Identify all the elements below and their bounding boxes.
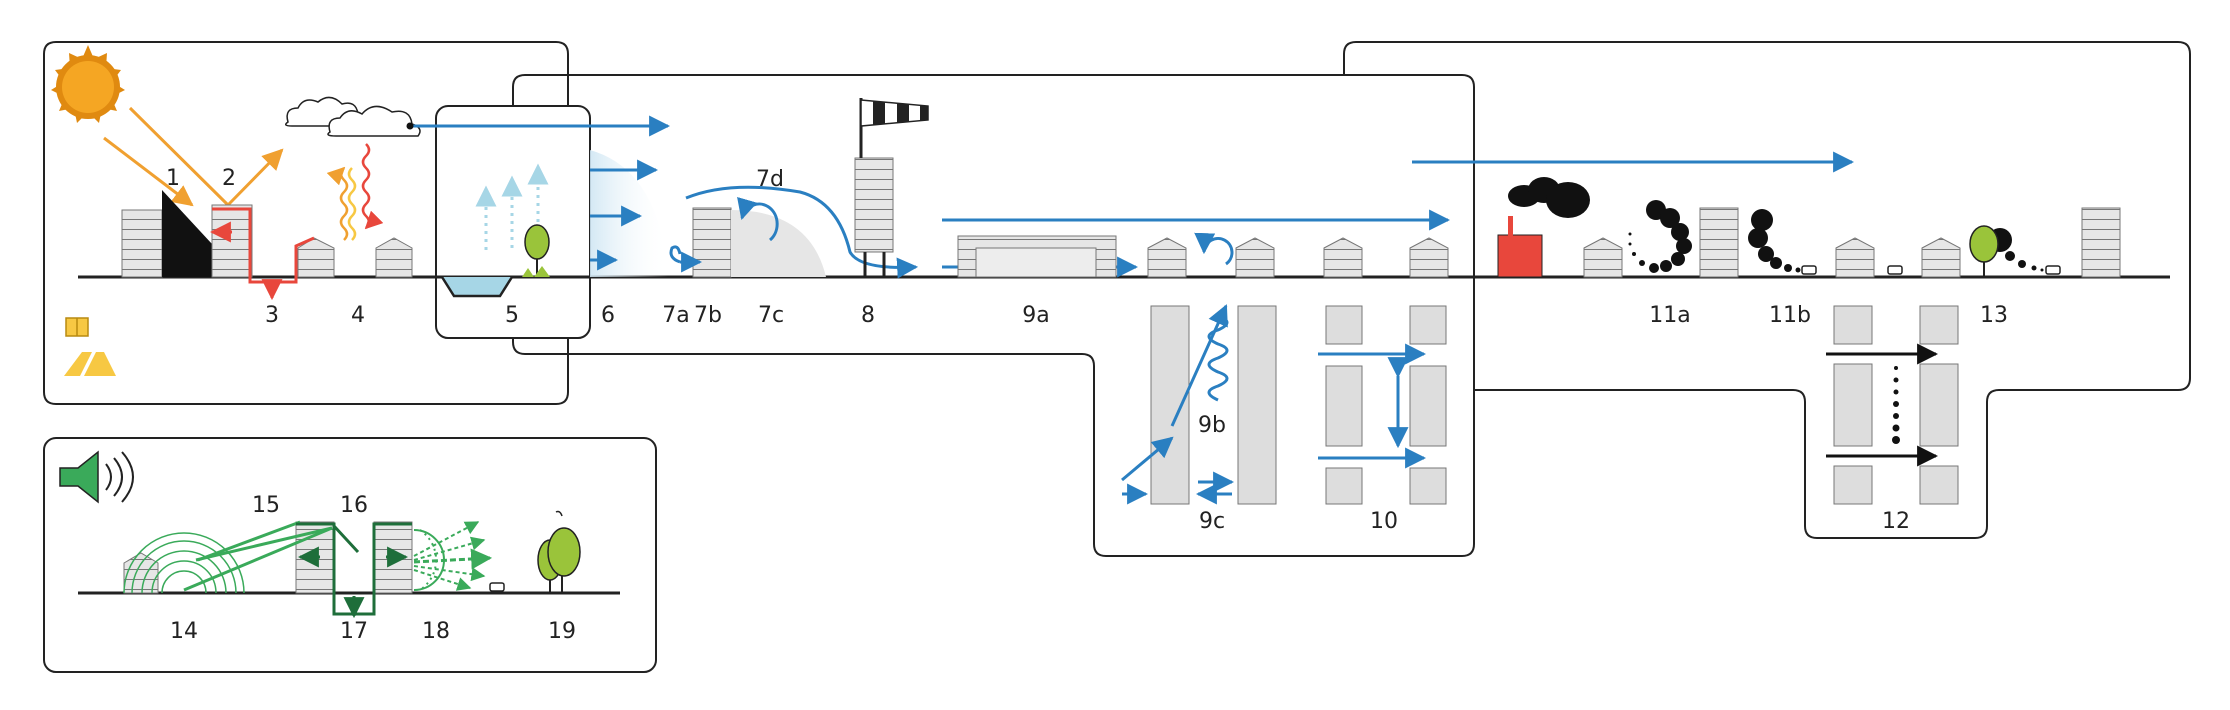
label-11b: 11b [1769,303,1811,328]
factory-icon [1497,177,1590,278]
label-17: 17 [340,619,368,644]
sun-icon [51,45,125,123]
longwave-radiation [326,143,384,241]
label-16: 16 [340,493,368,518]
tower-8 [854,157,894,277]
road-icon [64,352,116,376]
smoke-11a [1628,200,1692,273]
plan-12 [1826,305,1959,505]
noise-reflection-15 [183,520,333,592]
label-18: 18 [422,619,450,644]
buildings-11 [1583,207,2121,278]
label-7c: 7c [758,303,784,328]
number-labels: 1 2 3 4 5 6 7a 7b 7c 7d 8 9a 9b 9c 10 11… [166,166,2008,644]
label-14: 14 [170,619,198,644]
panel-noise [43,437,657,673]
cloud-wind-origin [406,122,414,130]
label-6: 6 [601,303,615,328]
label-1: 1 [166,166,180,191]
wind-flow-7 [669,185,919,267]
building-7b [692,207,732,278]
plan-9bc [1121,304,1277,505]
evaporation-arrows [475,163,549,250]
label-10: 10 [1370,509,1398,534]
label-7a: 7a [662,303,689,328]
label-8: 8 [861,303,875,328]
label-7b: 7b [694,303,722,328]
water-body [440,276,514,298]
heat-paths [209,207,315,301]
tree-13 [1969,225,2044,277]
panel-wind [512,74,1475,557]
building-2 [211,204,253,278]
noise-diffusion-18 [413,521,493,591]
noise-paths-16-17 [296,522,412,619]
radiation-arrows [103,106,284,207]
label-15: 15 [252,493,280,518]
plan-10 [1318,305,1447,505]
window-icon [65,317,89,337]
label-7d: 7d [756,167,784,192]
label-2: 2 [222,166,236,191]
windsock-icon [859,98,929,158]
houses-9 [1147,232,1275,278]
label-13: 13 [1980,303,2008,328]
label-12: 12 [1882,509,1910,534]
tree-19 [537,510,581,593]
wake-shadow-7c [731,210,826,277]
label-11a: 11a [1649,303,1690,328]
tree-icon [522,224,550,277]
label-4: 4 [351,303,365,328]
cars [489,265,2061,592]
cloud-icon [285,96,421,137]
label-9a: 9a [1022,303,1049,328]
panel-air-quality [1343,41,2191,539]
smoke-11b [1748,209,1808,273]
label-19: 19 [548,619,576,644]
label-5: 5 [505,303,519,328]
label-9c: 9c [1199,509,1225,534]
hall-9a [957,235,1117,278]
label-3: 3 [265,303,279,328]
label-9b: 9b [1198,413,1226,438]
building-4 [375,237,413,278]
houses-10 [1323,237,1449,278]
building-1 [121,190,212,278]
panel-thermal [43,41,569,405]
wind-arrows-6 [410,115,671,271]
speaker-icon [59,450,134,504]
